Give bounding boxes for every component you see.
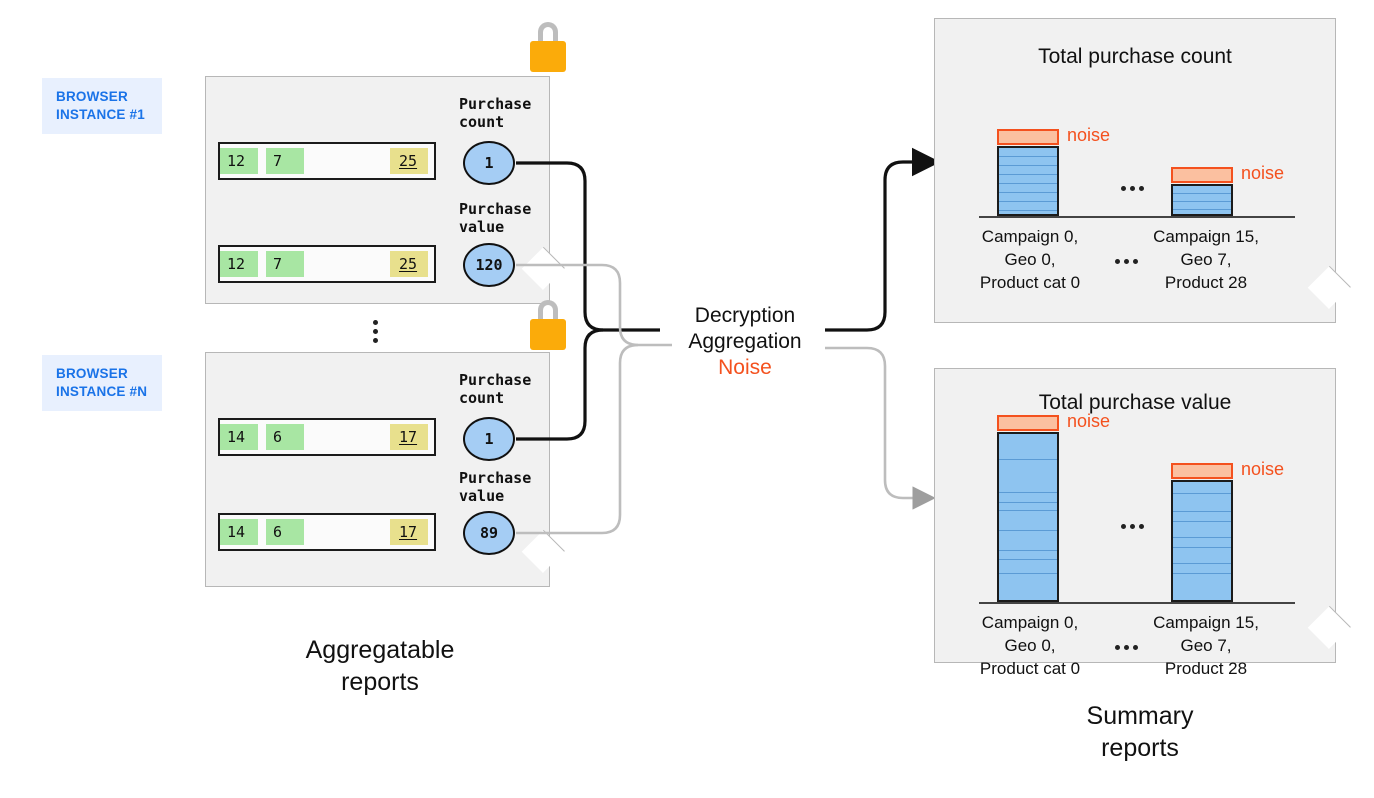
report-field-campaign: 14: [220, 424, 258, 450]
browser-instance-n-tag: BROWSER INSTANCE #N: [42, 355, 162, 411]
aggregatable-report-row: 12 7 25: [218, 245, 436, 283]
report-field-value: 25: [390, 148, 428, 174]
report-field-campaign: 12: [220, 251, 258, 277]
lock-icon: [528, 300, 568, 352]
report-field-geo: 7: [266, 148, 304, 174]
purchase-value-bubble: 89: [463, 511, 515, 555]
noise-label: noise: [1241, 459, 1285, 479]
bar-campaign-15: [1171, 480, 1233, 602]
report-field-value: 17: [390, 519, 428, 545]
chart-title: Total purchase value: [1038, 391, 1232, 414]
bar-category-label: Campaign 0, Geo 0, Product cat 0: [979, 227, 1081, 292]
bar-category-label: Campaign 0, Geo 0, Product cat 0: [979, 613, 1081, 678]
purchase-count-label: Purchase count: [459, 95, 532, 131]
report-field-value: 17: [390, 424, 428, 450]
report-field-value: 25: [390, 251, 428, 277]
chart-axis: [979, 216, 1295, 218]
noise-label: noise: [1067, 125, 1111, 145]
summary-reports-caption: Summary reports: [1086, 702, 1194, 762]
caption-ellipsis: [1115, 645, 1138, 650]
chart-title: Total purchase count: [1038, 45, 1232, 68]
chart-axis: [979, 602, 1295, 604]
noise-segment: [1171, 463, 1233, 479]
noise-label: noise: [1241, 163, 1285, 183]
purchase-count-label: Purchase count: [459, 371, 532, 407]
noise-segment: [997, 415, 1059, 431]
panel-fold-corner: [1307, 605, 1351, 649]
process-line-decryption: Decryption: [694, 304, 796, 327]
purchase-value-label: Purchase value: [459, 469, 532, 505]
process-description: Decryption Aggregation Noise: [660, 303, 830, 381]
aggregatable-report-row: 14 6 17: [218, 418, 436, 456]
vertical-ellipsis: [373, 320, 378, 343]
bar-campaign-0: [997, 146, 1059, 216]
panel-fold-corner: [521, 529, 565, 573]
lock-icon: [528, 22, 568, 74]
process-line-aggregation: Aggregation: [688, 330, 802, 353]
chart-ellipsis: [1121, 186, 1144, 191]
summary-report-panel-value: Total purchase value noise noise Campaig…: [934, 368, 1351, 678]
browser-instance-1-tag: BROWSER INSTANCE #1: [42, 78, 162, 134]
report-field-campaign: 12: [220, 148, 258, 174]
report-field-geo: 7: [266, 251, 304, 277]
report-field-geo: 6: [266, 424, 304, 450]
noise-segment: [997, 129, 1059, 145]
bar-category-label: Campaign 15, Geo 7, Product 28: [1153, 227, 1259, 292]
caption-ellipsis: [1115, 259, 1138, 264]
aggregatable-report-row: 14 6 17: [218, 513, 436, 551]
chart-ellipsis: [1121, 524, 1144, 529]
summary-report-panel-count: Total purchase count noise noise Campaig…: [934, 18, 1351, 323]
purchase-value-bubble: 120: [463, 243, 515, 287]
panel-fold-corner: [521, 246, 565, 290]
report-field-campaign: 14: [220, 519, 258, 545]
report-field-geo: 6: [266, 519, 304, 545]
aggregatable-report-row: 12 7 25: [218, 142, 436, 180]
panel-fold-corner: [1307, 265, 1351, 309]
noise-segment: [1171, 167, 1233, 183]
purchase-value-label: Purchase value: [459, 200, 532, 236]
aggregatable-reports-caption: Aggregatable reports: [305, 636, 455, 696]
purchase-count-bubble: 1: [463, 417, 515, 461]
bar-campaign-0: [997, 432, 1059, 602]
noise-label: noise: [1067, 411, 1111, 431]
purchase-count-bubble: 1: [463, 141, 515, 185]
process-line-noise: Noise: [718, 356, 772, 379]
bar-category-label: Campaign 15, Geo 7, Product 28: [1153, 613, 1259, 678]
bar-campaign-15: [1171, 184, 1233, 216]
